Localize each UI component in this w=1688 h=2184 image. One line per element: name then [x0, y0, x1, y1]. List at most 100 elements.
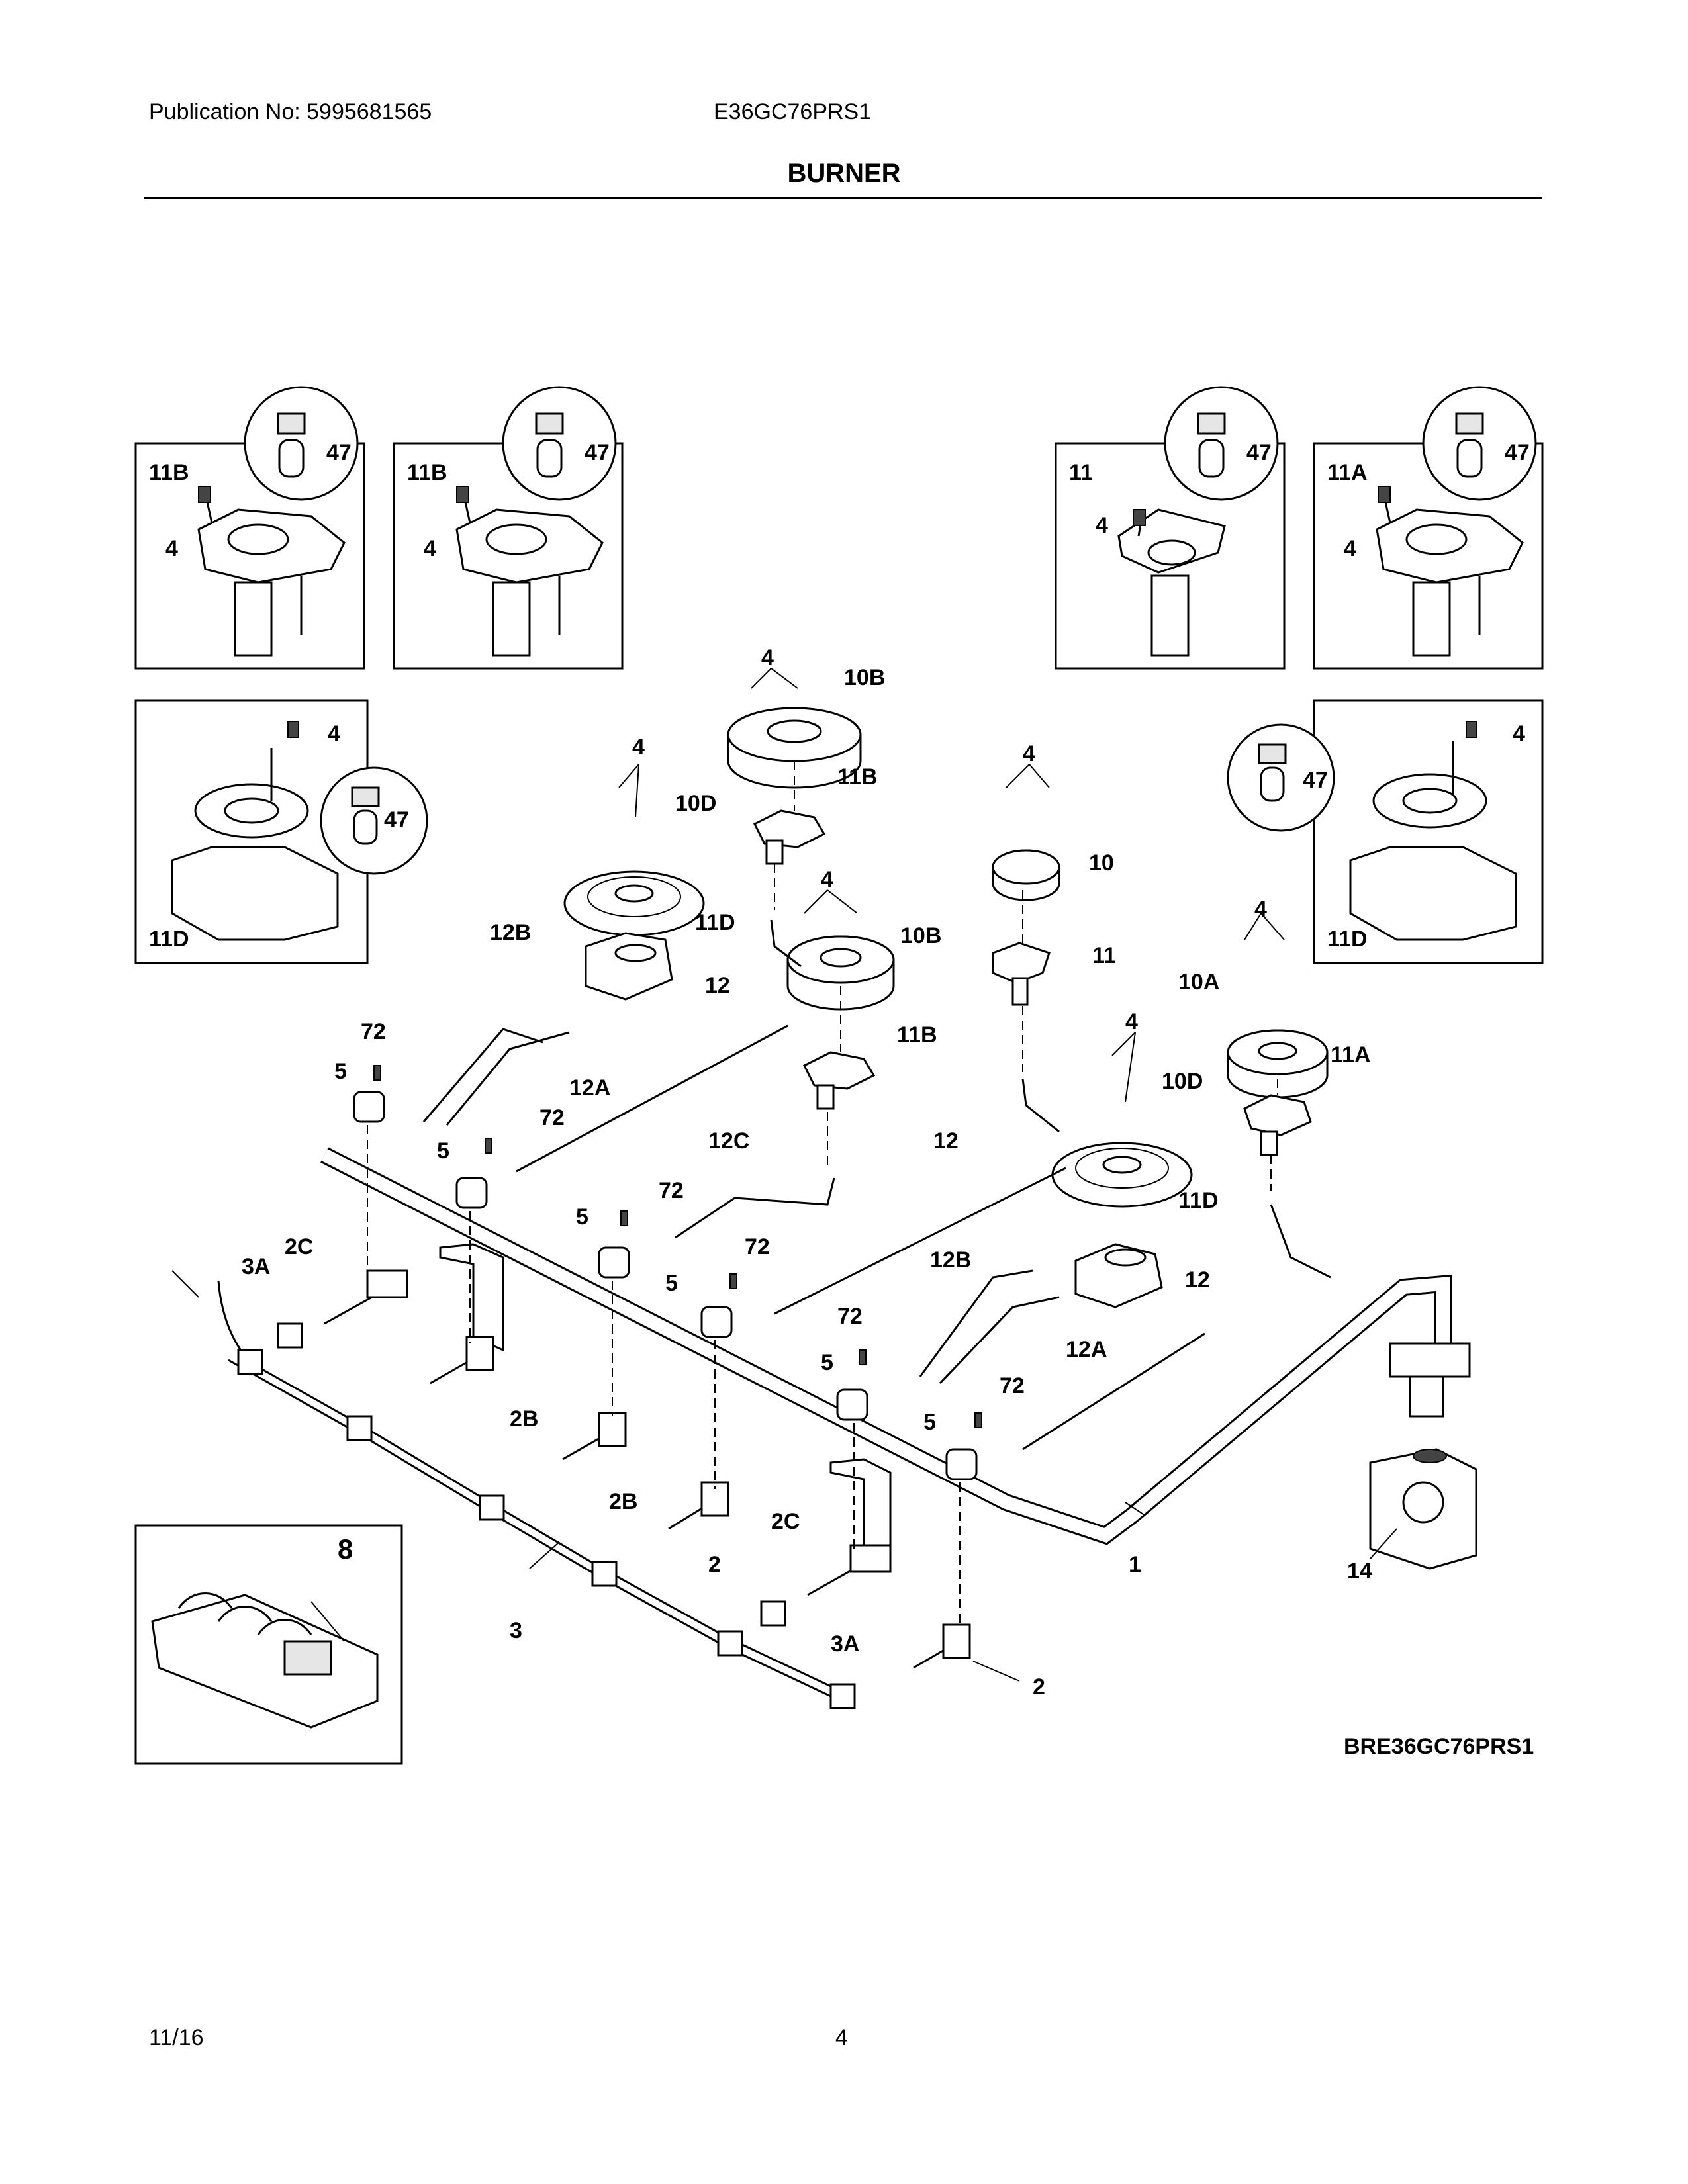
burner-base-11A: [1243, 1094, 1312, 1156]
callout-11D: 11D: [695, 910, 735, 935]
publication-number: Publication No: 5995681565: [149, 99, 432, 124]
callout-5: 5: [576, 1205, 588, 1230]
callout-11B: 11B: [407, 460, 447, 485]
callout-47: 47: [1303, 768, 1328, 793]
callout-2B: 2B: [609, 1489, 637, 1514]
inset-11B-second: [393, 386, 624, 670]
callout-11: 11: [1092, 943, 1116, 968]
callout-5: 5: [821, 1350, 833, 1375]
callout-11D: 11D: [1178, 1188, 1219, 1213]
burner-base-11D-right: [1074, 1243, 1163, 1308]
callout-12: 12: [1185, 1267, 1210, 1293]
callout-4: 4: [761, 645, 774, 670]
burner-head-10B-upper: [727, 707, 862, 789]
burner-head-10D-right: [1051, 1142, 1193, 1208]
callout-4: 4: [1513, 721, 1525, 747]
burner-head-10A: [1227, 1029, 1329, 1099]
pressure-regulator: [1369, 1448, 1477, 1570]
callout-11D: 11D: [149, 927, 189, 952]
burner-base-11D-left: [585, 932, 673, 1001]
callout-2C: 2C: [285, 1234, 313, 1259]
burner-base-11B-lower: [802, 1051, 876, 1110]
callout-2: 2: [1033, 1674, 1045, 1700]
callout-12C: 12C: [708, 1128, 749, 1154]
callout-11B: 11B: [149, 460, 189, 485]
callout-4: 4: [632, 735, 645, 760]
burner-head-10B-lower: [786, 935, 895, 1011]
burner-base-11: [992, 942, 1051, 1006]
callout-4: 4: [165, 536, 178, 561]
callout-1: 1: [1129, 1552, 1141, 1577]
callout-3A: 3A: [242, 1254, 270, 1279]
callout-4: 4: [1125, 1009, 1138, 1034]
callout-12A: 12A: [569, 1075, 610, 1101]
callout-10B: 10B: [900, 923, 941, 948]
inset-11D-right: [1227, 699, 1544, 964]
alignment-lines: [367, 761, 1278, 1628]
inset-11B-left: [134, 386, 365, 670]
callout-4: 4: [328, 721, 340, 747]
clamps-and-screws: [353, 1065, 982, 1480]
manifold-pipe: [320, 1147, 1471, 1545]
callout-12B: 12B: [930, 1248, 971, 1273]
callout-72: 72: [361, 1019, 386, 1044]
callout-10D: 10D: [1162, 1069, 1203, 1094]
callout-4: 4: [1254, 897, 1267, 922]
inset-8: [134, 1524, 403, 1765]
callout-12: 12: [705, 973, 730, 998]
inset-11D-left: [134, 699, 428, 964]
callout-3A: 3A: [831, 1631, 859, 1657]
callout-12B: 12B: [490, 920, 531, 945]
callout-labels: 11B 4 47 11B 4 47 11 4 47 11A 4 47 4 47 …: [149, 440, 1530, 1700]
callout-5: 5: [923, 1410, 936, 1435]
callout-4: 4: [424, 536, 436, 561]
callout-5: 5: [665, 1271, 678, 1296]
callout-10B: 10B: [844, 665, 885, 690]
callout-72: 72: [745, 1234, 770, 1259]
callout-47: 47: [1505, 440, 1530, 465]
callout-11B: 11B: [897, 1023, 937, 1048]
inset-11A-top: [1313, 386, 1544, 670]
burner-base-11B-upper: [753, 809, 826, 865]
callout-10A: 10A: [1178, 970, 1219, 995]
callout-47: 47: [384, 807, 409, 833]
page-title: BURNER: [787, 159, 901, 188]
burner-head-10: [992, 849, 1060, 901]
callout-12A: 12A: [1066, 1337, 1107, 1362]
callout-72: 72: [539, 1105, 565, 1130]
callout-4: 4: [1023, 741, 1035, 766]
callout-72: 72: [1000, 1373, 1025, 1398]
callout-47: 47: [585, 440, 610, 465]
callout-12: 12: [933, 1128, 959, 1154]
callout-47: 47: [1246, 440, 1272, 465]
callout-4: 4: [1344, 536, 1356, 561]
callout-72: 72: [837, 1304, 863, 1329]
callout-5: 5: [437, 1138, 449, 1163]
model-number: E36GC76PRS1: [714, 99, 872, 124]
gas-valves: [324, 1269, 971, 1669]
callout-8: 8: [338, 1533, 353, 1565]
burner-head-10D-left: [563, 870, 705, 936]
header-divider: [144, 197, 1542, 199]
callout-72: 72: [659, 1178, 684, 1203]
callout-11A: 11A: [1327, 460, 1368, 485]
callout-10: 10: [1089, 850, 1114, 876]
callout-4: 4: [1096, 513, 1108, 538]
callout-5: 5: [334, 1059, 347, 1084]
leader-lines: [171, 668, 1397, 1682]
callout-11: 11: [1069, 460, 1093, 485]
callout-11A: 11A: [1331, 1042, 1371, 1068]
callout-10D: 10D: [675, 791, 716, 816]
callout-2: 2: [708, 1552, 721, 1577]
callout-2B: 2B: [510, 1406, 538, 1432]
callout-14: 14: [1347, 1559, 1372, 1584]
callout-4: 4: [821, 867, 833, 892]
callout-2C: 2C: [771, 1509, 800, 1534]
callout-47: 47: [326, 440, 352, 465]
inset-11: [1055, 386, 1286, 670]
callout-11D: 11D: [1327, 927, 1368, 952]
ignition-harness: [217, 1280, 856, 1709]
callout-3: 3: [510, 1618, 522, 1643]
page-number: 4: [835, 2025, 848, 2050]
